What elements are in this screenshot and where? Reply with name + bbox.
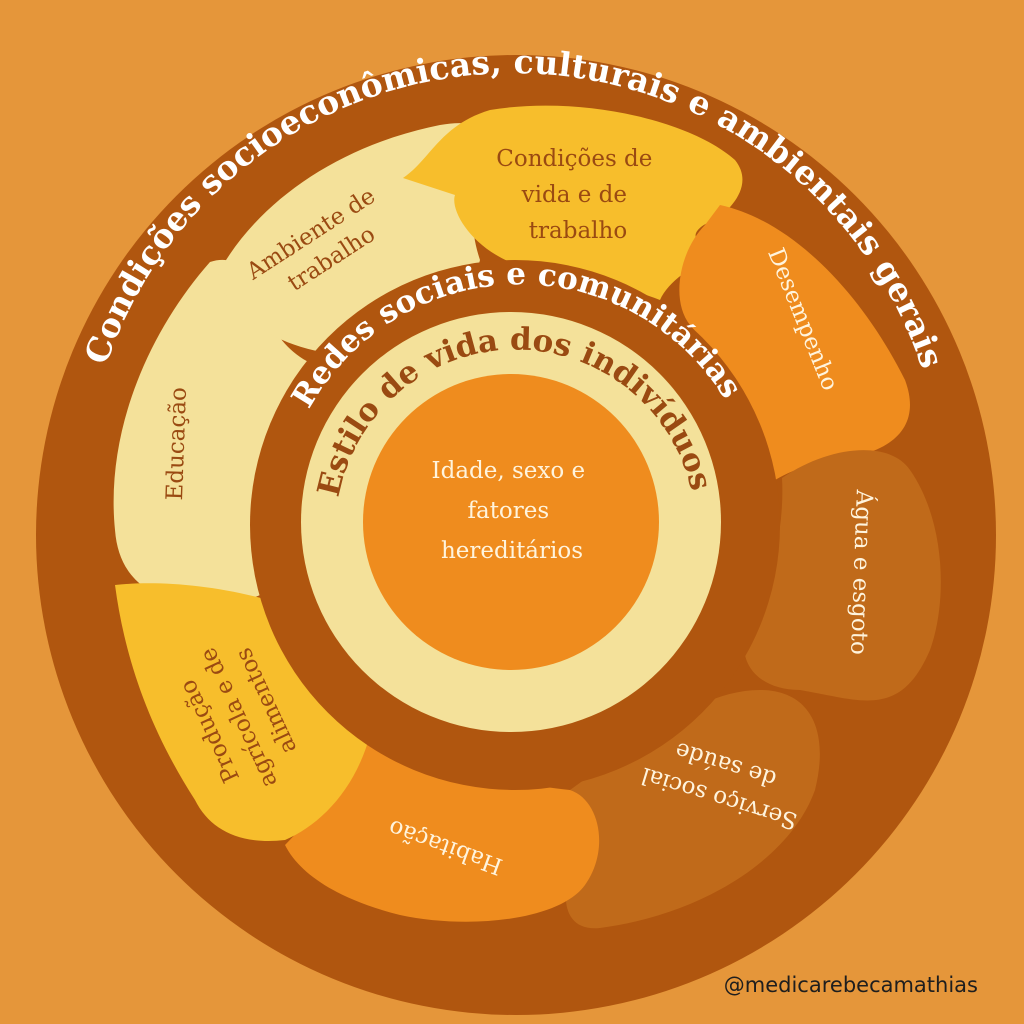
author-credit: @medicarebecamathias	[724, 973, 978, 997]
core-circle	[363, 374, 659, 670]
core-label: Idade, sexo e fatores hereditários	[432, 458, 593, 564]
segment-water	[744, 450, 941, 701]
segment-living-conditions	[403, 105, 743, 300]
living-conditions-label: Condições de vida e de trabalho	[496, 146, 659, 244]
water-label: Água e esgoto	[845, 488, 878, 655]
segment-performance	[679, 205, 910, 482]
segment-housing	[285, 735, 600, 922]
education-label: Educação	[162, 387, 192, 501]
